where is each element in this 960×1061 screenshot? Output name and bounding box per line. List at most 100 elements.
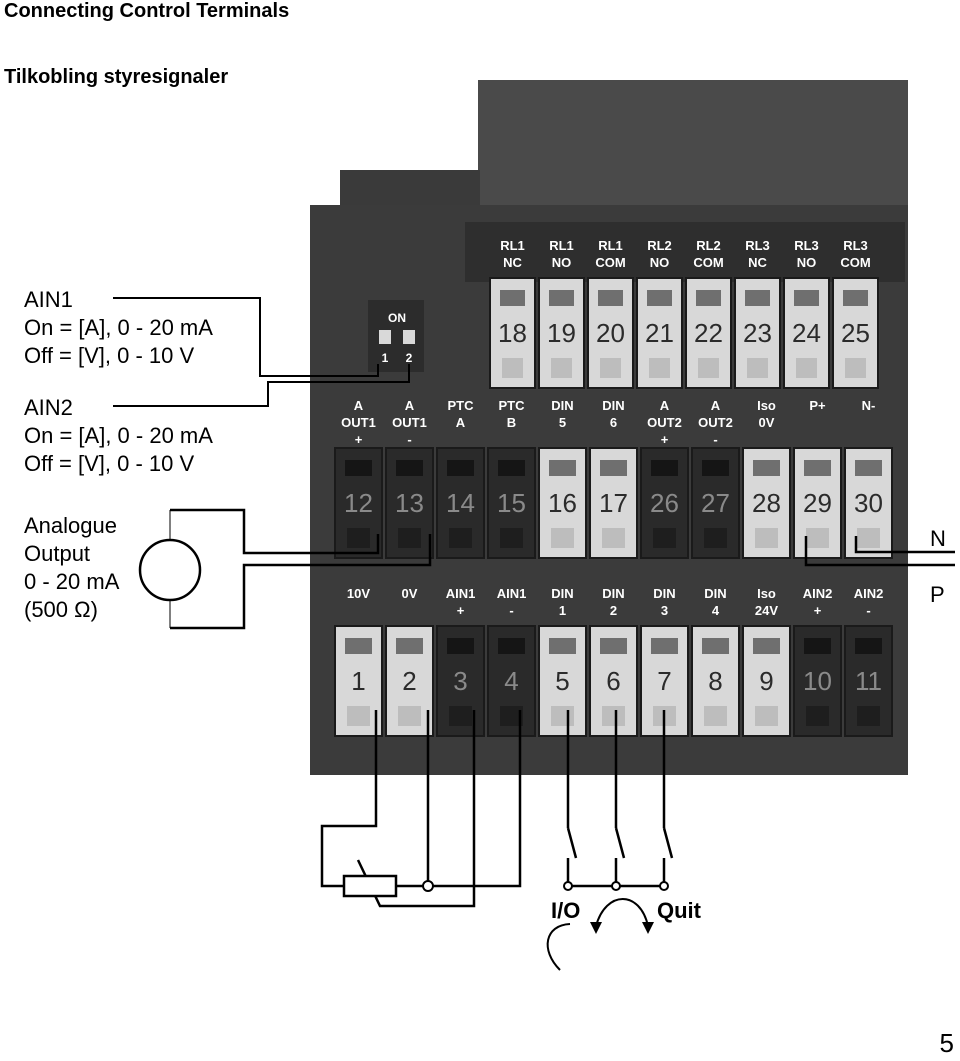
middle_row-label-1-3: +: [355, 432, 363, 447]
middle_row-terminal-screw-1: [347, 528, 370, 548]
middle_row-number-9: 28: [752, 488, 781, 518]
dip-switch-1: [379, 330, 391, 344]
relay-header-band: [465, 222, 905, 282]
relay_row-terminal-slot-7: [794, 290, 819, 306]
relay_row-label-8-2: COM: [840, 255, 870, 270]
middle_row-label-8-1: A: [711, 398, 721, 413]
bottom_row-label-3-2: +: [457, 603, 465, 618]
middle_row-terminal-slot-1: [345, 460, 372, 476]
dip-position-1: 1: [382, 351, 389, 365]
bottom_row-label-2-1: 0V: [402, 586, 418, 601]
relay_row-label-1-1: RL1: [500, 238, 525, 253]
middle_row-label-6-1: DIN: [602, 398, 624, 413]
bottom_row-number-11: 11: [855, 666, 882, 696]
relay_row-terminal-screw-1: [502, 358, 523, 378]
relay_row-number-2: 19: [547, 318, 576, 348]
bottom_row-number-9: 9: [759, 666, 773, 696]
relay_row-terminal-screw-6: [747, 358, 768, 378]
bottom_row-label-10-1: AIN2: [803, 586, 833, 601]
pot-node: [422, 880, 434, 892]
bottom_row-terminal-slot-8: [702, 638, 729, 654]
analogue-range: 0 - 20 mA: [24, 569, 120, 594]
quit-arrow-right-head-icon: [642, 922, 654, 934]
middle_row-terminal-screw-2: [398, 528, 421, 548]
middle_row-terminal-slot-2: [396, 460, 423, 476]
middle_row-label-4-1: PTC: [499, 398, 526, 413]
relay_row-terminal-screw-3: [600, 358, 621, 378]
ain1-leader: [113, 297, 379, 377]
switch-din1-node: [563, 881, 573, 891]
switch-din3: [662, 827, 674, 859]
relay_row-terminal-screw-4: [649, 358, 670, 378]
bottom_row-label-9-2: 24V: [755, 603, 778, 618]
analogue-load: (500 Ω): [24, 597, 98, 622]
bottom_row-label-8-1: DIN: [704, 586, 726, 601]
middle_row-label-7-3: +: [661, 432, 669, 447]
middle_row-terminal-slot-3: [447, 460, 474, 476]
io-rotate-arrow-icon: [546, 923, 571, 971]
bottom_row-terminal-slot-3: [447, 638, 474, 654]
middle_row-label-5-1: DIN: [551, 398, 573, 413]
middle_row-label-7-2: OUT2: [647, 415, 682, 430]
middle_row-label-8-2: OUT2: [698, 415, 733, 430]
middle_row-terminal-screw-3: [449, 528, 472, 548]
relay_row-terminal-slot-8: [843, 290, 868, 306]
dip-position-2: 2: [406, 351, 413, 365]
switch-din3-node: [659, 881, 669, 891]
relay_row-terminal-slot-5: [696, 290, 721, 306]
middle_row-terminal-screw-8: [704, 528, 727, 548]
bottom_row-terminal-screw-9: [755, 706, 778, 726]
bottom_row-terminal-screw-6: [602, 706, 625, 726]
bottom_row-label-9-1: Iso: [757, 586, 776, 601]
relay_row-terminal-slot-4: [647, 290, 672, 306]
relay_row-terminal-slot-3: [598, 290, 623, 306]
middle_row-number-5: 16: [548, 488, 577, 518]
aout-wire-minus: [170, 534, 432, 630]
bottom_row-terminal-slot-9: [753, 638, 780, 654]
bottom_row-number-10: 10: [803, 666, 832, 696]
middle_row-terminal-slot-9: [753, 460, 780, 476]
wire-term-4: [428, 710, 522, 888]
relay_row-label-3-2: COM: [595, 255, 625, 270]
middle_row-number-11: 30: [854, 488, 883, 518]
analogue-title: Analogue: [24, 513, 117, 538]
bottom_row-terminal-slot-6: [600, 638, 627, 654]
relay_row-terminal-slot-1: [500, 290, 525, 306]
middle_row-terminal-slot-10: [804, 460, 831, 476]
middle_row-label-11-1: N-: [862, 398, 876, 413]
bottom_row-terminal-slot-7: [651, 638, 678, 654]
bottom_row-label-7-1: DIN: [653, 586, 675, 601]
relay_row-terminal-slot-2: [549, 290, 574, 306]
bottom_row-label-4-1: AIN1: [497, 586, 527, 601]
bottom_row-terminal-slot-1: [345, 638, 372, 654]
middle_row-label-3-1: PTC: [448, 398, 475, 413]
bottom_row-label-7-2: 3: [661, 603, 668, 618]
bottom_row-label-5-1: DIN: [551, 586, 573, 601]
switch-din2: [614, 827, 626, 859]
middle_row-number-7: 26: [650, 488, 679, 518]
relay_row-terminal-screw-2: [551, 358, 572, 378]
page-subtitle: Tilkobling styresignaler: [4, 66, 229, 88]
relay_row-label-2-1: RL1: [549, 238, 574, 253]
relay_row-terminal-screw-7: [796, 358, 817, 378]
ain2-on: On = [A], 0 - 20 mA: [24, 423, 213, 448]
middle_row-terminal-screw-10: [806, 528, 829, 548]
bus-p-wire: [804, 536, 955, 567]
middle_row-number-10: 29: [803, 488, 832, 518]
middle_row-label-4-2: B: [507, 415, 516, 430]
middle_row-label-1-2: OUT1: [341, 415, 376, 430]
middle_row-label-10-1: P+: [809, 398, 826, 413]
bottom_row-terminal-slot-5: [549, 638, 576, 654]
page-number: 5: [939, 1028, 954, 1058]
bottom_row-terminal-screw-5: [551, 706, 574, 726]
middle_row-terminal-slot-8: [702, 460, 729, 476]
ain2-title: AIN2: [24, 395, 73, 420]
relay_row-number-5: 22: [694, 318, 723, 348]
bottom_row-label-6-1: DIN: [602, 586, 624, 601]
middle_row-terminal-screw-11: [857, 528, 880, 548]
bottom_row-terminal-slot-4: [498, 638, 525, 654]
bottom_row-number-3: 3: [453, 666, 467, 696]
bottom_row-label-11-2: -: [866, 603, 870, 618]
bottom_row-label-4-2: -: [509, 603, 513, 618]
